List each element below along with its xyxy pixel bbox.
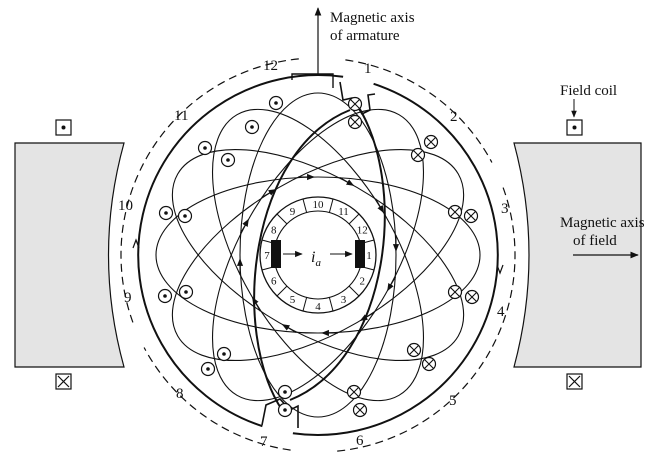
conductor-into-page-icon: [406, 342, 422, 358]
commutator-segment-number: 11: [338, 206, 349, 218]
commutator-segment-number: 12: [357, 225, 368, 237]
dashed-arc: [345, 59, 493, 163]
slot-number: 12: [263, 58, 278, 74]
commutator-segment-number: 2: [359, 276, 365, 288]
slot-number: 9: [124, 290, 132, 306]
conductor-out-of-page-icon: [277, 384, 293, 400]
slot-number: 8: [176, 386, 184, 402]
slot-number: 4: [497, 304, 505, 320]
commutator-divider: [276, 285, 288, 297]
dashed-arc: [335, 187, 516, 452]
winding-loop: [236, 92, 400, 418]
commutator-divider: [276, 213, 288, 225]
commutator-segment-number: 7: [264, 250, 270, 262]
commutator-segment-number: 1: [366, 250, 372, 262]
slot-number: 11: [174, 108, 188, 124]
winding-loop: [171, 148, 465, 362]
armature-current-label: ia: [311, 249, 321, 269]
left-stator-pole: [14, 142, 125, 368]
coil-side-bold: [289, 99, 386, 401]
conductor-out-of-page-icon: [244, 119, 260, 135]
conductor-into-page-icon: [447, 204, 463, 220]
commutator-divider: [302, 297, 308, 312]
dashed-arc: [143, 347, 291, 451]
commutator-segment-number: 8: [271, 225, 277, 237]
field-coil-dot-right-icon: [566, 119, 583, 136]
conductor-out-of-page-icon: [177, 208, 193, 224]
armature-axis-label-line1: Magnetic axis: [330, 10, 415, 26]
conductor-out-of-page-icon: [197, 140, 213, 156]
armature-arc: [292, 82, 499, 436]
dashed-arc: [120, 58, 301, 323]
conductor-out-of-page-icon: [178, 284, 194, 300]
slot-number: 2: [450, 109, 458, 125]
conductor-into-page-icon: [464, 289, 480, 305]
conductor-into-page-icon: [346, 384, 362, 400]
winding-loop: [211, 108, 425, 402]
conductor-out-of-page-icon: [216, 346, 232, 362]
commutator-segment-number: 9: [290, 206, 296, 218]
conductor-into-page-icon: [352, 402, 368, 418]
armature-axis-label-line2: of armature: [330, 28, 400, 44]
left-brush: [271, 240, 281, 268]
coil-side-bold: [253, 109, 351, 411]
conductor-into-page-icon: [347, 114, 363, 130]
field-axis-label-line1: Magnetic axis: [560, 215, 645, 231]
conductor-out-of-page-icon: [157, 288, 173, 304]
winding-loop: [155, 173, 481, 337]
commutator-segment-number: 10: [313, 199, 325, 211]
field-axis-label-line2: of field: [573, 233, 617, 249]
commutator-divider: [348, 285, 360, 297]
conductor-into-page-icon: [423, 134, 439, 150]
commutator-segment-number: 6: [271, 276, 277, 288]
slot-number: 6: [356, 433, 364, 449]
conductor-out-of-page-icon: [277, 402, 293, 418]
slot-number: 3: [501, 201, 509, 217]
armature-arc: [137, 74, 344, 428]
slot-number: 1: [364, 61, 372, 77]
slot-bracket: [291, 73, 334, 88]
conductor-into-page-icon: [447, 284, 463, 300]
conductor-out-of-page-icon: [220, 152, 236, 168]
slot-number: 5: [449, 393, 457, 409]
commutator-inner: [273, 210, 363, 300]
conductor-into-page-icon: [410, 147, 426, 163]
commutator-segment-number: 3: [341, 294, 347, 306]
commutator-divider: [328, 198, 334, 213]
conductors: [157, 95, 480, 418]
winding-loop: [171, 148, 465, 362]
field-coil-dot-left-icon: [55, 119, 72, 136]
conductor-out-of-page-icon: [268, 95, 284, 111]
commutator-divider: [328, 297, 334, 312]
outer-slot-numbers: 1 2 3 4 5 6 7 8 9 10 11 12: [118, 58, 509, 450]
field-coil-cross-left-icon: [55, 373, 72, 390]
conductor-out-of-page-icon: [158, 205, 174, 221]
commutator-segment-number: 5: [290, 294, 296, 306]
slot-number: 10: [118, 198, 133, 214]
commutator-divider: [302, 198, 308, 213]
conductor-into-page-icon: [421, 356, 437, 372]
commutator-divider: [348, 213, 360, 225]
conductor-into-page-icon: [463, 208, 479, 224]
winding-curves: [155, 92, 481, 418]
field-coil-cross-right-icon: [566, 373, 583, 390]
right-brush: [355, 240, 365, 268]
conductor-out-of-page-icon: [200, 361, 216, 377]
field-coil-label: Field coil: [560, 83, 617, 99]
slot-number: 7: [260, 434, 268, 450]
commutator-segment-number: 4: [315, 301, 321, 313]
conductor-into-page-icon: [347, 96, 363, 112]
